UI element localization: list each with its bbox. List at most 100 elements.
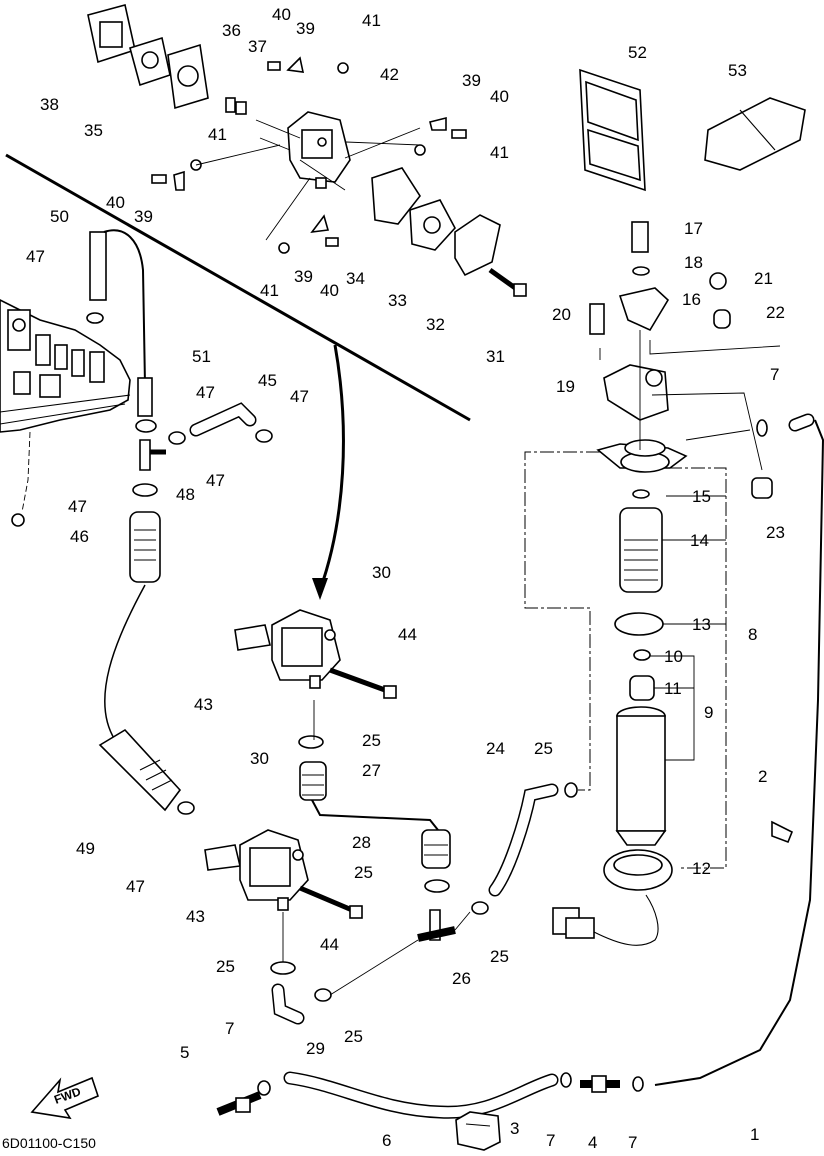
screw-40-right: [451, 129, 467, 139]
washer-41-top: [337, 62, 349, 74]
joint-48: [139, 439, 166, 471]
pin-39-right: [429, 116, 447, 131]
pump-body-42: [287, 111, 351, 189]
clamp-25-d: [564, 782, 578, 798]
callout-43-b: 43: [186, 907, 205, 926]
callout-50: 50: [50, 207, 69, 226]
callout-3: 3: [510, 1119, 519, 1138]
callout-45: 45: [258, 371, 277, 390]
callout-47-a: 47: [26, 247, 45, 266]
ring-nut-12: [603, 849, 673, 891]
connector: [552, 894, 659, 946]
hose-50: [89, 229, 146, 386]
holder-6: [455, 1111, 501, 1151]
o-ring-13: [614, 612, 664, 636]
bolt-17: [631, 221, 649, 253]
callout-33: 33: [388, 291, 407, 310]
callout-47-c: 47: [290, 387, 309, 406]
callout-leaders: [62, 20, 778, 1138]
top-leader-lines: [195, 119, 421, 241]
callout-39-b: 39: [462, 71, 481, 90]
bracket-16: [618, 287, 670, 332]
filter-leader-lines: [599, 330, 781, 471]
spring-37: [235, 101, 247, 115]
callout-7-a: 7: [225, 1019, 234, 1038]
callout-32: 32: [426, 315, 445, 334]
filter-head: [596, 439, 688, 473]
callout-47-b: 47: [196, 383, 215, 402]
callout-47-d: 47: [206, 471, 225, 490]
hose-link-lines: [282, 700, 471, 996]
callout-44-a: 44: [398, 625, 417, 644]
bolt-31: [488, 267, 527, 297]
callout-40-c: 40: [106, 193, 125, 212]
callout-7-b: 7: [546, 1131, 555, 1150]
callout-41-b: 41: [490, 143, 509, 162]
callout-47-f: 47: [126, 877, 145, 896]
clamp-47-center: [168, 431, 186, 445]
callout-10: 10: [664, 647, 683, 666]
hose-3: [283, 1071, 559, 1119]
clip-7-b: [560, 1072, 572, 1088]
callout-26: 26: [452, 969, 471, 988]
pump-cover-plate-38: [87, 4, 136, 64]
callout-30-a: 30: [372, 563, 391, 582]
callout-52: 52: [628, 43, 647, 62]
clamp-25-b: [424, 879, 450, 893]
diaphragm-33: [409, 199, 456, 251]
clamp-47-lower: [177, 801, 195, 815]
fwd-direction-arrow: FWD: [30, 1076, 99, 1120]
callout-6: 6: [382, 1131, 391, 1150]
callout-25-e: 25: [216, 957, 235, 976]
callout-36: 36: [222, 21, 241, 40]
hose-51: [137, 377, 153, 417]
callout-9: 9: [704, 703, 713, 722]
spring-36: [225, 97, 236, 113]
callout-51: 51: [192, 347, 211, 366]
callout-4: 4: [588, 1133, 597, 1152]
callout-13: 13: [692, 615, 711, 634]
screw-40-top: [267, 61, 281, 71]
callout-49: 49: [76, 839, 95, 858]
fuel-pump-30-lower: [204, 829, 309, 911]
washer-41-right: [414, 144, 426, 156]
section-divider: [5, 153, 471, 600]
callout-16: 16: [682, 290, 701, 309]
callout-28: 28: [352, 833, 371, 852]
clamp-25-e: [270, 961, 296, 975]
clamp-47-mid: [135, 419, 157, 433]
callout-34: 34: [346, 269, 365, 288]
clip-7-a: [257, 1080, 271, 1096]
gasket-35: [129, 36, 171, 87]
filter-element-14: [619, 507, 663, 593]
callout-20: 20: [552, 305, 571, 324]
hose-right: [654, 413, 824, 1086]
callout-15: 15: [692, 487, 711, 506]
hose-24: [488, 783, 559, 897]
callout-21: 21: [754, 269, 773, 288]
bolt-23: [751, 477, 773, 499]
callout-25-f: 25: [344, 1027, 363, 1046]
callout-53: 53: [728, 61, 747, 80]
grommet-22: [713, 309, 731, 329]
callout-42: 42: [380, 65, 399, 84]
callout-39-d: 39: [294, 267, 313, 286]
joint-4: [580, 1075, 620, 1093]
callout-7-c: 7: [628, 1133, 637, 1152]
bracket-19: [603, 364, 669, 421]
callout-14: 14: [690, 531, 709, 550]
clamp-25-a: [298, 735, 324, 749]
callout-7-d: 7: [770, 365, 779, 384]
callout-40-a: 40: [272, 5, 291, 24]
callout-43-a: 43: [194, 695, 213, 714]
cover-32: [454, 214, 501, 277]
label-53: [704, 97, 806, 171]
washer-41-lower: [278, 242, 290, 254]
callout-19: 19: [556, 377, 575, 396]
joint-26: [417, 909, 456, 942]
callout-8: 8: [748, 625, 757, 644]
o-ring-15: [632, 489, 650, 499]
callout-39-a: 39: [296, 19, 315, 38]
callout-39-c: 39: [134, 207, 153, 226]
callout-17: 17: [684, 219, 703, 238]
